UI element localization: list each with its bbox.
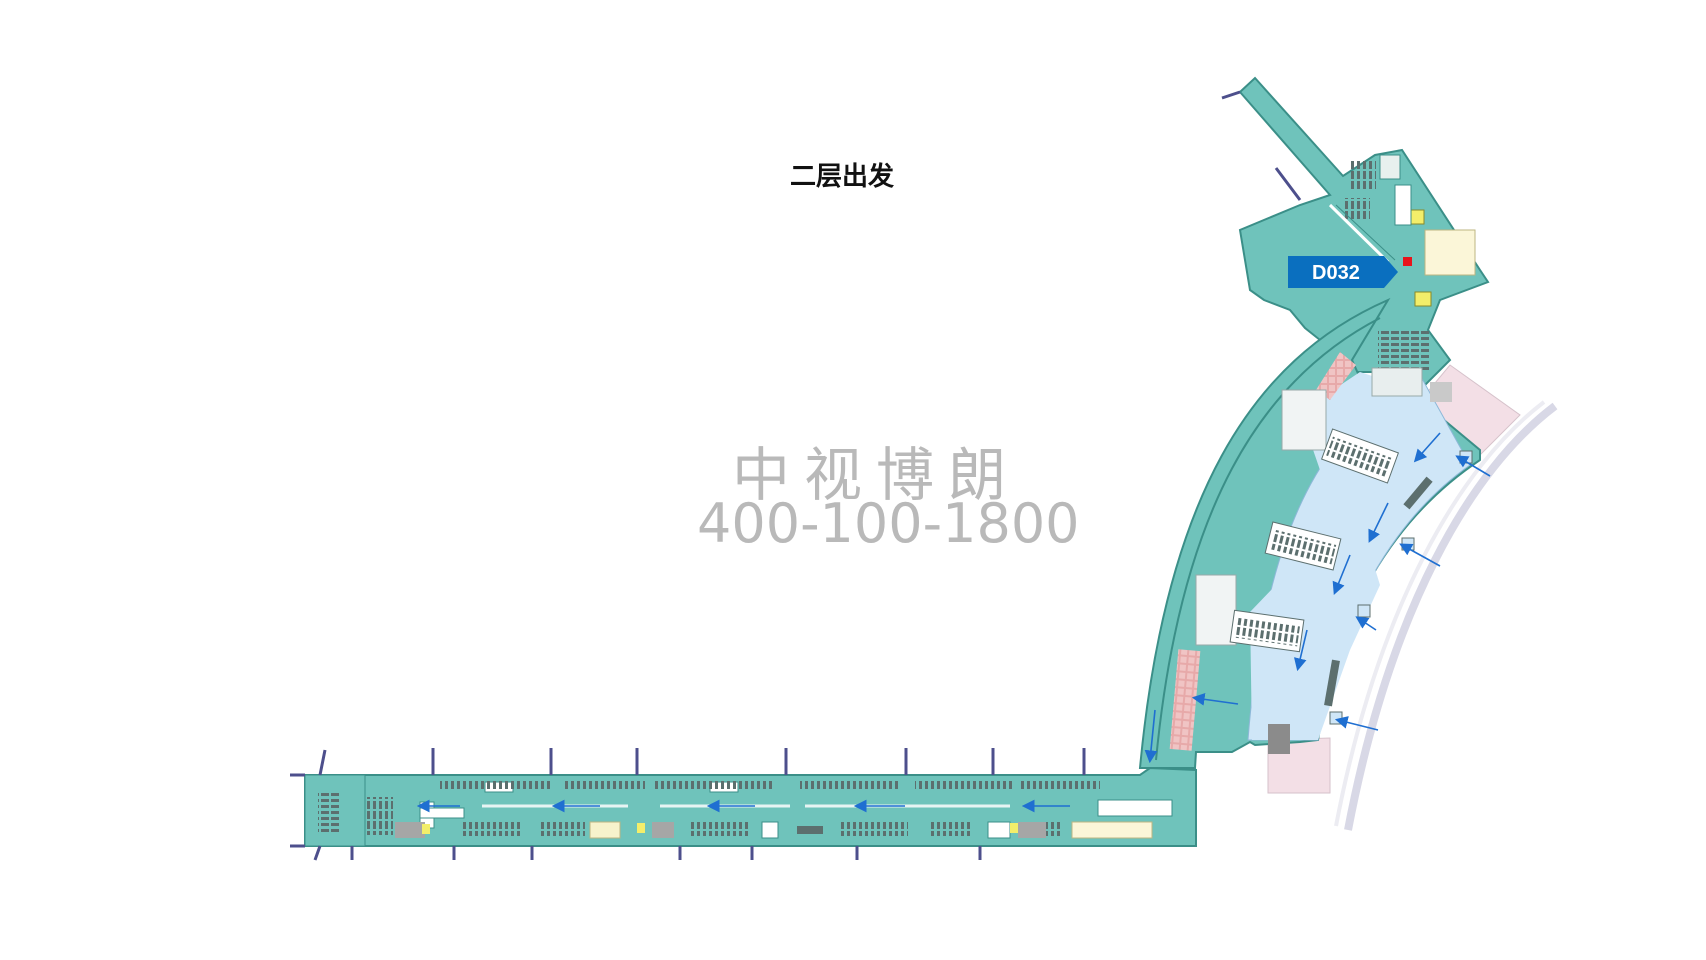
ad-spot-tag[interactable]: D032 [1288, 256, 1398, 288]
floor-title: 二层出发 [790, 162, 895, 192]
north-pier [1238, 76, 1490, 392]
ad-spot-marker[interactable] [1403, 257, 1412, 266]
ad-spot-code: D032 [1312, 262, 1360, 284]
ad-tag-shape [1288, 256, 1398, 288]
flow-arrows [416, 432, 1491, 813]
main-terminal-hall [1138, 297, 1481, 769]
west-concourse [304, 766, 1197, 847]
jet-bridges [290, 90, 1302, 861]
watermark-phone: 400-100-1800 [697, 492, 1080, 555]
watermark-company: 中视博朗 [732, 441, 1021, 509]
checkin-islands [1229, 428, 1400, 653]
